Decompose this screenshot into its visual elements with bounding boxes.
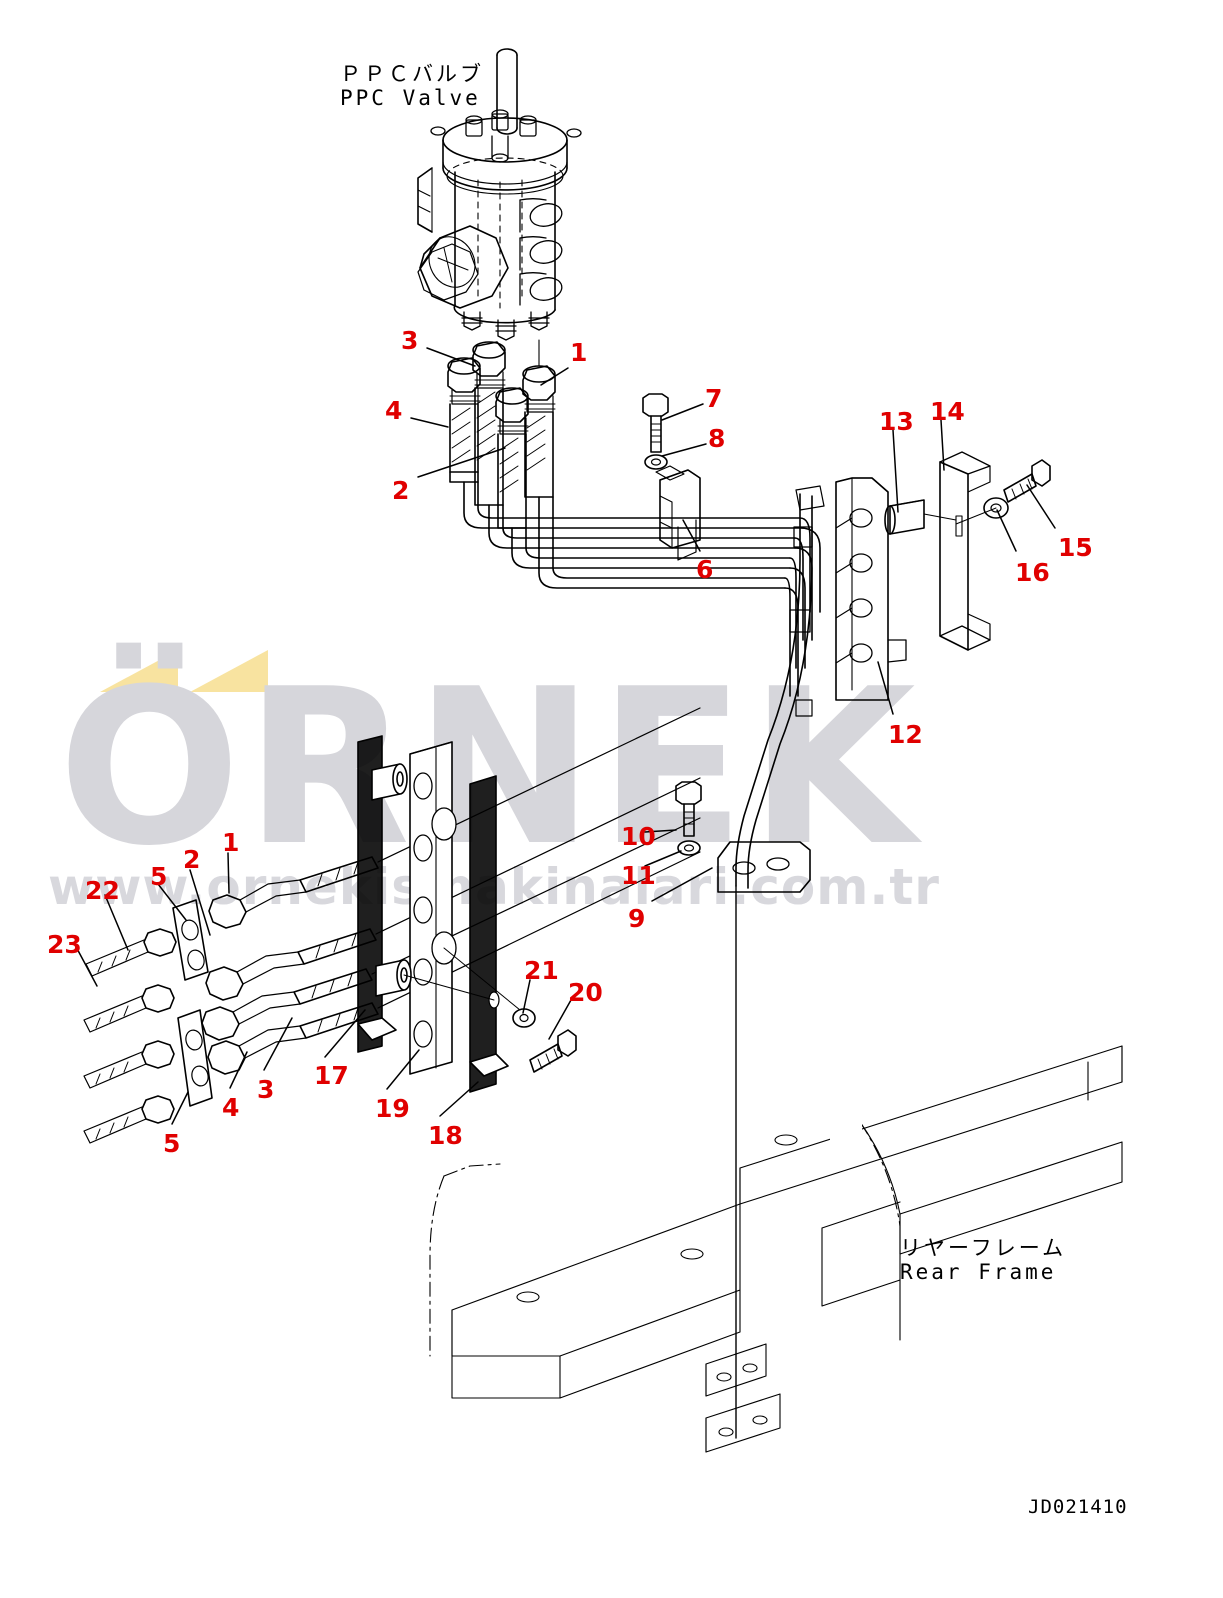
leader-4-2 — [410, 417, 449, 428]
ppc-valve-label-jp: ＰＰＣバルブ — [340, 62, 484, 86]
ppc-valve-label-en: PPC Valve — [340, 86, 481, 110]
leader-16-10 — [996, 509, 1017, 552]
callout-7-4: 7 — [705, 384, 723, 413]
callout-15-9: 15 — [1058, 533, 1093, 562]
callout-4-21: 4 — [222, 1093, 240, 1122]
hose-c — [201, 968, 373, 1041]
leader-2-16 — [189, 869, 211, 936]
leader-8-5 — [661, 443, 707, 457]
leader-20-27 — [548, 999, 572, 1040]
hose-runs — [463, 481, 821, 697]
leader-5-22 — [171, 1091, 189, 1125]
callout-13-7: 13 — [879, 407, 914, 436]
adapter-c — [83, 1040, 175, 1089]
callout-14-8: 14 — [930, 397, 965, 426]
leader-4-21 — [229, 1051, 248, 1089]
leader-1-1 — [540, 367, 569, 386]
callout-20-27: 20 — [568, 978, 603, 1007]
callout-10-12: 10 — [621, 822, 656, 851]
leader-5-17 — [157, 883, 187, 921]
leader-17-23 — [324, 1009, 366, 1058]
callout-21-26: 21 — [524, 956, 559, 985]
callout-6-6: 6 — [696, 555, 714, 584]
spacer-bracket-group — [884, 451, 1051, 651]
leader-6-6 — [682, 519, 701, 552]
clamp-plate-group — [357, 735, 521, 1093]
ppc-valve-assembly — [417, 48, 582, 341]
hose-a — [208, 856, 379, 929]
leader-2-3 — [417, 447, 506, 478]
callout-8-5: 8 — [708, 424, 726, 453]
callout-23-19: 23 — [47, 930, 82, 959]
callout-11-13: 11 — [621, 861, 656, 890]
callout-12-11: 12 — [888, 720, 923, 749]
callout-5-17: 5 — [150, 862, 168, 891]
drawing-number: JD021410 — [1028, 1496, 1128, 1518]
rear-frame-label-jp: リヤーフレーム — [900, 1236, 1067, 1260]
rear-frame — [429, 885, 1123, 1453]
callout-2-16: 2 — [183, 845, 201, 874]
callout-17-23: 17 — [314, 1061, 349, 1090]
plate-5-upper — [172, 899, 209, 981]
leader-21-26 — [522, 979, 531, 1014]
leader-12-11 — [877, 661, 894, 715]
washer-21-bolt-20 — [512, 1008, 577, 1073]
leader-14-8 — [940, 419, 945, 471]
mount-bracket-12 — [835, 477, 907, 701]
adapter-b — [83, 984, 175, 1033]
callout-1-1: 1 — [570, 338, 588, 367]
hose-b — [205, 928, 377, 1001]
callout-2-3: 2 — [392, 476, 410, 505]
callout-22-18: 22 — [85, 876, 120, 905]
leader-7-4 — [661, 403, 704, 421]
leader-10-12 — [644, 829, 677, 833]
callout-19-24: 19 — [375, 1094, 410, 1123]
plate-5-lower — [177, 1009, 213, 1107]
lower-hose-set — [83, 707, 701, 1144]
bolt-10-washer-11 — [675, 781, 702, 856]
rear-frame-label-en: Rear Frame — [900, 1260, 1057, 1284]
callout-16-10: 16 — [1015, 558, 1050, 587]
leader-22-18 — [104, 894, 129, 951]
leader-9-14 — [651, 867, 713, 902]
callout-4-2: 4 — [385, 396, 403, 425]
callout-18-25: 18 — [428, 1121, 463, 1150]
leader-3-0 — [426, 347, 476, 367]
leader-3-20 — [263, 1017, 293, 1071]
leader-11-13 — [644, 850, 682, 867]
leader-23-19 — [73, 942, 98, 987]
callout-9-14: 9 — [628, 904, 646, 933]
callout-3-20: 3 — [257, 1075, 275, 1104]
leader-15-9 — [1026, 484, 1056, 529]
leader-1-15 — [227, 852, 230, 894]
leader-19-24 — [386, 1049, 420, 1090]
callout-3-0: 3 — [401, 326, 419, 355]
leader-18-25 — [439, 1081, 479, 1117]
callout-leaders — [73, 347, 1056, 1125]
support-arm-9 — [717, 485, 825, 893]
leader-13-7 — [892, 429, 899, 513]
adapter-a — [85, 928, 177, 977]
callout-5-22: 5 — [163, 1129, 181, 1158]
adapter-d — [83, 1095, 175, 1144]
callout-1-15: 1 — [222, 828, 240, 857]
hose-clamp-assembly — [642, 393, 701, 561]
